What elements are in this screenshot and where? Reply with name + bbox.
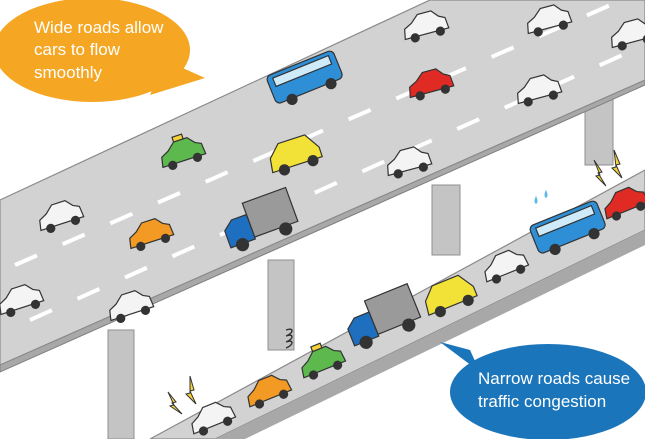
- white-car-icon: [382, 142, 433, 179]
- white-car-icon: [185, 396, 237, 436]
- red-car-icon: [404, 64, 455, 101]
- callout-line: traffic congestion: [478, 392, 606, 411]
- white-car-icon: [478, 244, 530, 284]
- truck-icon: [347, 282, 422, 349]
- white-car-icon: [33, 196, 85, 233]
- taxi-icon: [295, 340, 347, 380]
- white-car-icon: [399, 6, 450, 43]
- callout-line: cars to flow: [34, 40, 121, 59]
- yellow-car-icon: [424, 274, 478, 318]
- white-car-icon: [103, 286, 155, 323]
- red-car-icon: [598, 181, 645, 221]
- truck-icon: [224, 186, 299, 252]
- sweat-drop-icon: [534, 190, 548, 204]
- orange-car-icon: [123, 214, 175, 251]
- white-car-icon: [522, 0, 573, 37]
- wide-road-callout: Wide roads allow cars to flow smoothly: [0, 0, 205, 102]
- taxi-icon: [155, 133, 207, 170]
- narrow-road-cars: [185, 181, 645, 436]
- callout-line: Wide roads allow: [34, 18, 164, 37]
- lightning-icon: [167, 375, 197, 415]
- wide-road-cars: [0, 0, 645, 323]
- spring-icon: [285, 328, 293, 349]
- bus-icon: [529, 200, 606, 255]
- white-car-icon: [606, 14, 645, 51]
- orange-car-icon: [241, 369, 293, 409]
- narrow-road-callout: Narrow roads cause traffic congestion: [440, 342, 645, 439]
- white-car-icon: [0, 280, 45, 317]
- yellow-car-icon: [269, 134, 323, 176]
- bus-icon: [266, 50, 343, 105]
- callout-line: Narrow roads cause: [478, 369, 630, 388]
- white-car-icon: [512, 70, 563, 107]
- callout-line: smoothly: [34, 63, 103, 82]
- lightning-icon: [593, 149, 623, 187]
